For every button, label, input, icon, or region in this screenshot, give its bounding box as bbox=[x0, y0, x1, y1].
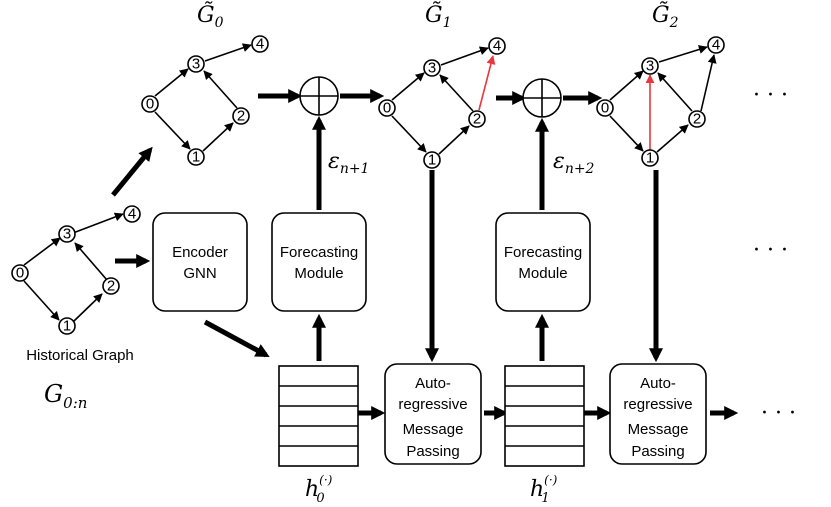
svg-text:0: 0 bbox=[601, 100, 609, 117]
forecasting-module-1-box: Forecasting Module bbox=[271, 212, 367, 312]
svg-text:2: 2 bbox=[473, 111, 481, 128]
g1-graph: 0 3 4 2 1 bbox=[378, 37, 506, 169]
historical-graph-caption: Historical Graph bbox=[26, 347, 134, 364]
g0-node-2: 2 bbox=[232, 107, 250, 125]
g1-node-3: 3 bbox=[423, 59, 441, 77]
g0-node-1: 1 bbox=[187, 148, 205, 166]
g1-node-1: 1 bbox=[423, 151, 441, 169]
svg-text:0: 0 bbox=[383, 100, 391, 117]
svg-text:1: 1 bbox=[646, 150, 654, 167]
svg-text:GNN: GNN bbox=[183, 265, 216, 282]
svg-text:regressive: regressive bbox=[623, 396, 692, 413]
ellipsis-bottom: · · · bbox=[761, 401, 796, 426]
svg-text:Forecasting: Forecasting bbox=[504, 244, 582, 261]
svg-text:Passing: Passing bbox=[631, 443, 684, 460]
historical-graph-symbol: G0:n bbox=[44, 380, 87, 412]
g0-graph: 0 3 4 2 1 bbox=[141, 35, 269, 166]
g2-node-1: 1 bbox=[641, 149, 659, 167]
g2-node-3: 3 bbox=[641, 57, 659, 75]
h1-label: h(·)1 bbox=[530, 473, 558, 506]
g2-graph: 0 3 4 2 1 bbox=[596, 36, 725, 167]
g0-node-4: 4 bbox=[251, 35, 269, 53]
g1-node-2: 2 bbox=[468, 110, 486, 128]
svg-text:4: 4 bbox=[712, 37, 720, 54]
g0-title: G̃0 bbox=[197, 2, 224, 31]
g1-title: G̃1 bbox=[425, 2, 452, 31]
svg-text:3: 3 bbox=[192, 56, 200, 73]
g1-node-0: 0 bbox=[378, 99, 396, 117]
svg-text:Forecasting: Forecasting bbox=[280, 244, 358, 261]
autoregressive-mp-1-box: Auto- regressive Message Passing bbox=[384, 363, 482, 465]
svg-text:2: 2 bbox=[693, 111, 701, 128]
ellipsis-middle: · · · bbox=[753, 238, 788, 263]
svg-text:Passing: Passing bbox=[406, 443, 459, 460]
svg-text:regressive: regressive bbox=[398, 396, 467, 413]
svg-text:3: 3 bbox=[428, 60, 436, 77]
g2-title: G̃2 bbox=[652, 2, 679, 31]
svg-text:0: 0 bbox=[146, 96, 154, 113]
svg-text:Message: Message bbox=[628, 421, 689, 438]
hist-node-3: 3 bbox=[58, 225, 76, 243]
g2-node-2: 2 bbox=[688, 110, 706, 128]
svg-text:Message: Message bbox=[403, 421, 464, 438]
svg-text:2: 2 bbox=[107, 278, 115, 295]
g0-node-3: 3 bbox=[187, 55, 205, 73]
epsilon-n-plus-2: εn+2 bbox=[553, 149, 595, 177]
historical-graph: 0 3 4 2 1 bbox=[11, 205, 141, 335]
svg-text:0: 0 bbox=[16, 265, 24, 282]
svg-text:1: 1 bbox=[63, 318, 71, 335]
oplus-2 bbox=[522, 78, 562, 118]
svg-text:Module: Module bbox=[518, 265, 567, 282]
svg-text:Auto-: Auto- bbox=[640, 375, 676, 392]
arrow-encoder-to-h0 bbox=[203, 319, 270, 358]
ellipsis-top: · · · bbox=[753, 83, 788, 108]
hist-node-0: 0 bbox=[11, 264, 29, 282]
svg-text:1: 1 bbox=[192, 149, 200, 166]
g0-node-0: 0 bbox=[141, 95, 159, 113]
hist-node-1: 1 bbox=[58, 317, 76, 335]
g2-node-0: 0 bbox=[596, 99, 614, 117]
svg-text:Module: Module bbox=[294, 265, 343, 282]
svg-text:2: 2 bbox=[237, 108, 245, 125]
hist-node-4: 4 bbox=[123, 205, 141, 223]
arrow-hist-to-g0 bbox=[111, 146, 153, 197]
svg-text:Auto-: Auto- bbox=[415, 375, 451, 392]
oplus-1 bbox=[299, 76, 339, 116]
g1-node-4: 4 bbox=[488, 37, 506, 55]
svg-text:1: 1 bbox=[428, 152, 436, 169]
hidden-state-stack-0 bbox=[278, 365, 359, 467]
svg-text:Encoder: Encoder bbox=[172, 244, 228, 261]
svg-text:4: 4 bbox=[128, 206, 136, 223]
svg-text:4: 4 bbox=[256, 36, 264, 53]
hidden-state-stack-1 bbox=[504, 365, 585, 467]
encoder-gnn-box: Encoder GNN bbox=[152, 212, 248, 312]
svg-text:3: 3 bbox=[63, 226, 71, 243]
hist-node-2: 2 bbox=[102, 277, 120, 295]
h0-label: h(·)0 bbox=[305, 473, 333, 506]
svg-text:3: 3 bbox=[646, 58, 654, 75]
g2-node-4: 4 bbox=[707, 36, 725, 54]
autoregressive-mp-2-box: Auto- regressive Message Passing bbox=[609, 363, 707, 465]
svg-text:4: 4 bbox=[493, 38, 501, 55]
epsilon-n-plus-1: εn+1 bbox=[328, 149, 369, 177]
forecasting-module-2-box: Forecasting Module bbox=[495, 212, 591, 312]
